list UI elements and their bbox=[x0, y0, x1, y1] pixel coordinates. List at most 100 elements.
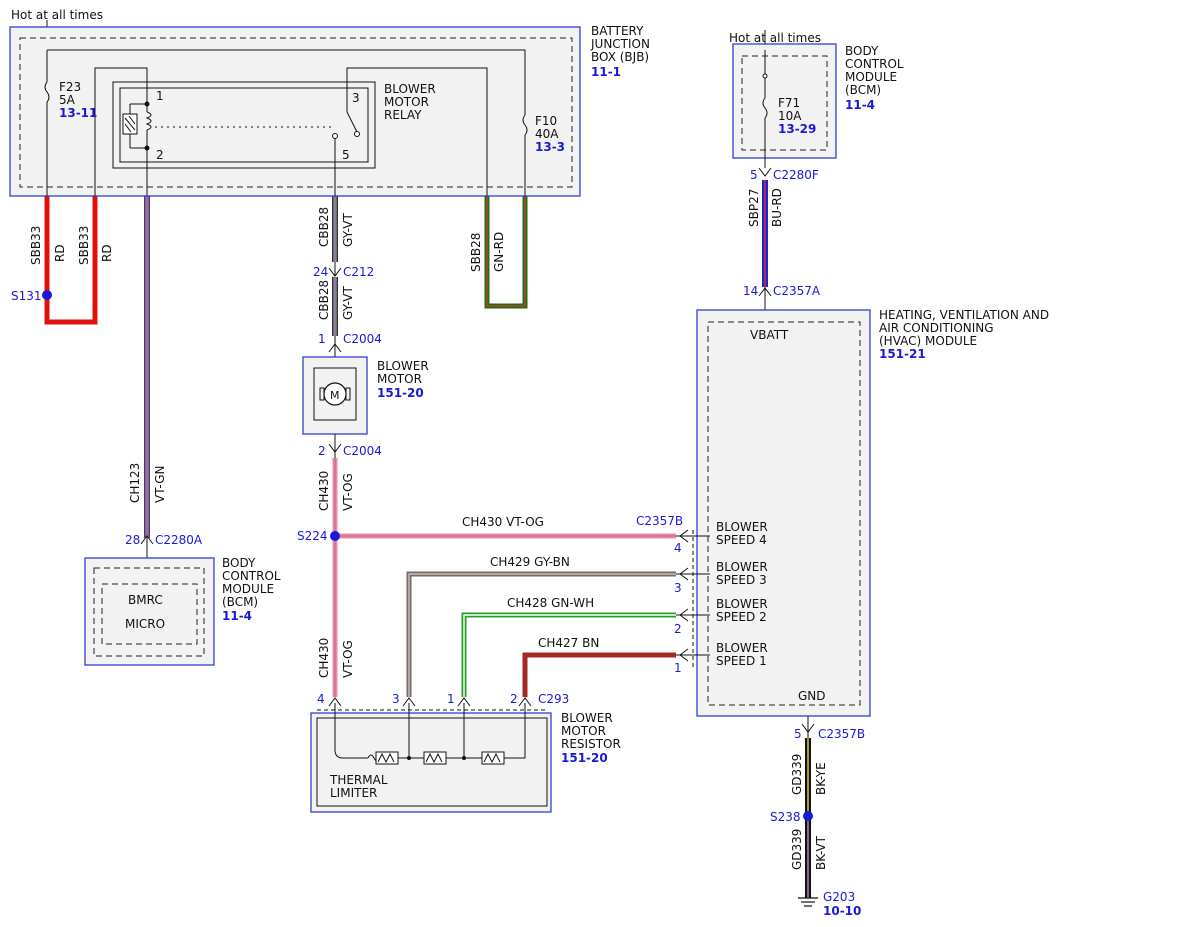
blower-motor-ref: 151-20 bbox=[377, 386, 424, 400]
c2357b-gnd-name: C2357B bbox=[818, 727, 865, 741]
label-ch430-a-circuit: CH430 bbox=[317, 471, 331, 511]
label-sbp27-color: BU-RD bbox=[770, 188, 784, 227]
fuse-f10-rating: 40A bbox=[535, 127, 559, 141]
bcm-top-ref: 11-4 bbox=[845, 98, 875, 112]
hvac-speed-2-label: BLOWER SPEED 2 bbox=[716, 597, 772, 624]
wire-ch427-bn bbox=[522, 652, 676, 697]
hvac-speed-3-pin: 3 bbox=[674, 581, 682, 595]
c212-pin: 24 bbox=[313, 265, 328, 279]
label-gd339-a-color: BK-YE bbox=[814, 762, 828, 795]
fuse-f10-name: F10 bbox=[535, 114, 557, 128]
resistor-element-1-icon bbox=[423, 751, 447, 765]
label-gd339-b-color: BK-VT bbox=[814, 835, 828, 870]
label-sbb28-color: GN-RD bbox=[492, 232, 506, 272]
relay-pin-5: 5 bbox=[342, 148, 350, 162]
label-cbb28-b-circuit: CBB28 bbox=[317, 280, 331, 320]
hvac-speed-4-pin: 4 bbox=[674, 541, 682, 555]
c2280f-name: C2280F bbox=[773, 168, 819, 182]
hvac-connector-arrows bbox=[676, 529, 710, 662]
thermal-limiter-label: THERMAL LIMITER bbox=[329, 773, 391, 800]
label-ch123-circuit: CH123 bbox=[128, 463, 142, 503]
resistor-pin-1: 1 bbox=[447, 692, 455, 706]
label-ch427-bn: CH427 BN bbox=[538, 636, 599, 650]
battery-junction-box: 1 2 3 5 BLOWER MOTOR RELAY F23 5A 13-11 … bbox=[9, 26, 581, 197]
wire-sbb33-rd bbox=[44, 196, 98, 325]
label-ch430-vt-og: CH430 VT-OG bbox=[462, 515, 544, 529]
relay-pin-1: 1 bbox=[156, 89, 164, 103]
splice-s224 bbox=[330, 531, 340, 541]
label-ch123-color: VT-GN bbox=[153, 466, 167, 503]
resistor-ref: 151-20 bbox=[561, 751, 608, 765]
bcm-top-title: BODY CONTROL MODULE (BCM) bbox=[845, 44, 907, 97]
bcm-bottom-module: BMRC MICRO bbox=[84, 557, 215, 666]
hvac-vbatt: VBATT bbox=[750, 328, 789, 342]
label-ch428-gn-wh: CH428 GN-WH bbox=[507, 596, 594, 610]
blower-motor: M bbox=[302, 356, 368, 435]
c2004-bottom-pin: 2 bbox=[318, 444, 326, 458]
c2004-top-pin: 1 bbox=[318, 332, 326, 346]
c2357b-gnd-pin: 5 bbox=[794, 727, 802, 741]
c2357a-pin: 14 bbox=[743, 284, 758, 298]
fuse-f71-rating: 10A bbox=[778, 109, 802, 123]
bcm-top-module: F71 10A 13-29 bbox=[732, 43, 837, 168]
hvac-speed-1-label: BLOWER SPEED 1 bbox=[716, 641, 772, 668]
c2357a-name: C2357A bbox=[773, 284, 821, 298]
label-cbb28-a-circuit: CBB28 bbox=[317, 207, 331, 247]
hvac-speed-2-pin: 2 bbox=[674, 622, 682, 636]
bjb-title: BATTERY JUNCTION BOX (BJB) bbox=[590, 24, 654, 64]
relay-pin-2: 2 bbox=[156, 148, 164, 162]
splice-s224-label: S224 bbox=[297, 529, 328, 543]
label-sbb33-b-circuit: SBB33 bbox=[77, 226, 91, 265]
relay-pin-3: 3 bbox=[352, 91, 360, 105]
bcm-bottom-ref: 11-4 bbox=[222, 609, 252, 623]
bcm-inner-bmrc: BMRC bbox=[128, 593, 163, 607]
c2004-bottom-name: C2004 bbox=[343, 444, 382, 458]
resistor-pin-3: 3 bbox=[392, 692, 400, 706]
hot-label-left: Hot at all times bbox=[11, 8, 103, 22]
hvac-title: HEATING, VENTILATION AND AIR CONDITIONIN… bbox=[879, 308, 1053, 348]
label-sbb33-b-color: RD bbox=[100, 244, 114, 262]
label-sbp27-circuit: SBP27 bbox=[747, 189, 761, 227]
fuse-f71-name: F71 bbox=[778, 96, 800, 110]
label-cbb28-a-color: GY-VT bbox=[341, 213, 355, 247]
resistor-title: BLOWER MOTOR RESISTOR bbox=[561, 711, 621, 751]
resistor-pin-2: 2 bbox=[510, 692, 518, 706]
label-ch430-b-circuit: CH430 bbox=[317, 638, 331, 678]
relay-title: BLOWER MOTOR RELAY bbox=[384, 82, 440, 122]
c2280f-pin: 5 bbox=[750, 168, 758, 182]
fuse-f71-icon bbox=[762, 97, 768, 119]
splice-s131-label: S131 bbox=[11, 289, 42, 303]
c2280a-pin: 28 bbox=[125, 533, 140, 547]
fuse-f23-icon bbox=[44, 81, 50, 103]
label-ch429-gy-bn: CH429 GY-BN bbox=[490, 555, 570, 569]
resistor-element-0-icon bbox=[375, 751, 399, 765]
blower-motor-resistor: THERMAL LIMITER bbox=[310, 703, 552, 813]
hvac-module: VBATT GND BLOWER SPEED 4 BLOWER SPEED 3 … bbox=[692, 309, 871, 717]
label-ch430-b-color: VT-OG bbox=[341, 640, 355, 678]
label-gd339-b-circuit: GD339 bbox=[790, 829, 804, 870]
c2357b-name: C2357B bbox=[636, 514, 683, 528]
hvac-ref: 151-21 bbox=[879, 347, 926, 361]
c212-name: C212 bbox=[343, 265, 374, 279]
blower-motor-title: BLOWER MOTOR bbox=[377, 359, 433, 386]
fuse-f10-ref: 13-3 bbox=[535, 140, 565, 154]
hvac-speed-1-pin: 1 bbox=[674, 661, 682, 675]
splice-s131 bbox=[42, 290, 52, 300]
c293-name: C293 bbox=[538, 692, 569, 706]
resistor-pin-4: 4 bbox=[317, 692, 325, 706]
hot-label-right: Hot at all times bbox=[729, 31, 821, 45]
label-cbb28-b-color: GY-VT bbox=[341, 286, 355, 320]
splice-s238-label: S238 bbox=[770, 810, 801, 824]
label-sbb33-a-color: RD bbox=[53, 244, 67, 262]
relay-switch-icon bbox=[346, 111, 358, 133]
fuse-f71-ref: 13-29 bbox=[778, 122, 816, 136]
c2280a-name: C2280A bbox=[155, 533, 203, 547]
wires bbox=[44, 20, 811, 898]
resistor-element-2-icon bbox=[481, 751, 505, 765]
label-sbb28-circuit: SBB28 bbox=[469, 233, 483, 272]
fuse-f23-ref: 13-11 bbox=[59, 106, 97, 120]
bcm-bottom-title: BODY CONTROL MODULE (BCM) bbox=[222, 556, 284, 609]
splice-s238 bbox=[803, 811, 813, 821]
motor-symbol: M bbox=[330, 389, 340, 402]
